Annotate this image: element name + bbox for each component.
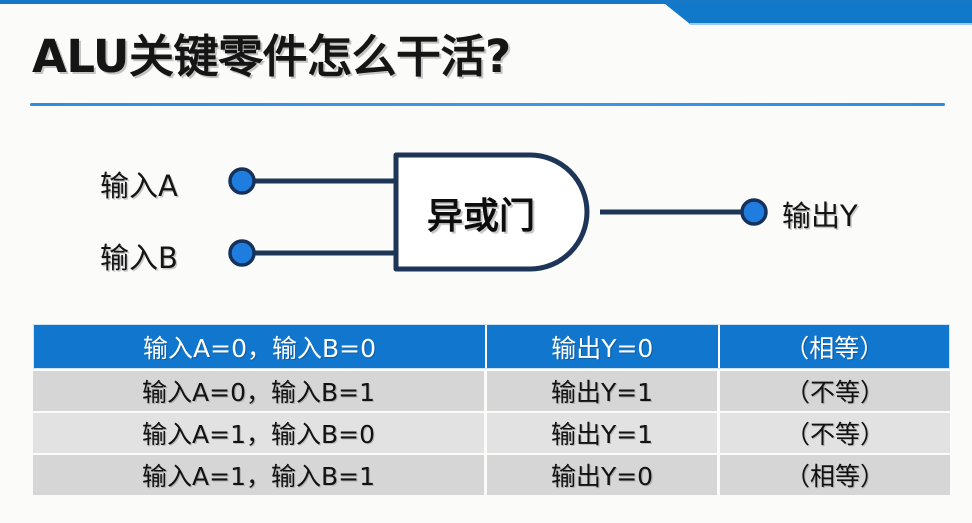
header-decoration-band xyxy=(0,0,972,26)
input-a-label: 输入A xyxy=(100,169,178,203)
gate-label: 异或门 xyxy=(426,196,535,237)
cell-inputs: 输入A=0，输入B=1 xyxy=(33,371,487,411)
table-row[interactable]: 输入A=0，输入B=0 输出Y=0 （相等） xyxy=(33,324,950,369)
cell-output: 输出Y=0 xyxy=(487,325,720,368)
page-title: ALU关键零件怎么干活? xyxy=(32,30,511,83)
output-node-y xyxy=(740,198,768,226)
cell-output: 输出Y=0 xyxy=(487,455,720,495)
cell-note: （不等） xyxy=(784,378,885,407)
output-y-label: 输出Y xyxy=(782,199,858,233)
truth-table: 输入A=0，输入B=0 输出Y=0 （相等） 输入A=0，输入B=1 输出Y=1… xyxy=(33,324,950,497)
table-row[interactable]: 输入A=1，输入B=1 输出Y=0 （相等） xyxy=(33,455,950,495)
cell-note: （相等） xyxy=(784,462,885,491)
table-row[interactable]: 输入A=1，输入B=0 输出Y=1 （不等） xyxy=(33,413,950,453)
input-node-b xyxy=(228,239,256,267)
cell-output: 输出Y=1 xyxy=(487,413,720,453)
cell-inputs: 输入A=1，输入B=1 xyxy=(33,455,487,495)
title-underline-rule xyxy=(30,103,945,106)
cell-note: （相等） xyxy=(784,333,885,363)
xor-gate-diagram: 输入A 输入B 输出Y 异或门 xyxy=(0,125,972,310)
cell-output: 输出Y=1 xyxy=(487,371,720,411)
gate-body-shape xyxy=(393,152,590,272)
header-top-rule xyxy=(0,0,972,4)
cell-note: （不等） xyxy=(784,420,885,449)
cell-inputs: 输入A=1，输入B=0 xyxy=(33,413,487,453)
gate-schematic-svg xyxy=(228,152,768,272)
table-row[interactable]: 输入A=0，输入B=1 输出Y=1 （不等） xyxy=(33,371,950,411)
input-b-label: 输入B xyxy=(100,241,178,275)
cell-inputs: 输入A=0，输入B=0 xyxy=(34,325,488,368)
input-node-a xyxy=(228,167,256,195)
